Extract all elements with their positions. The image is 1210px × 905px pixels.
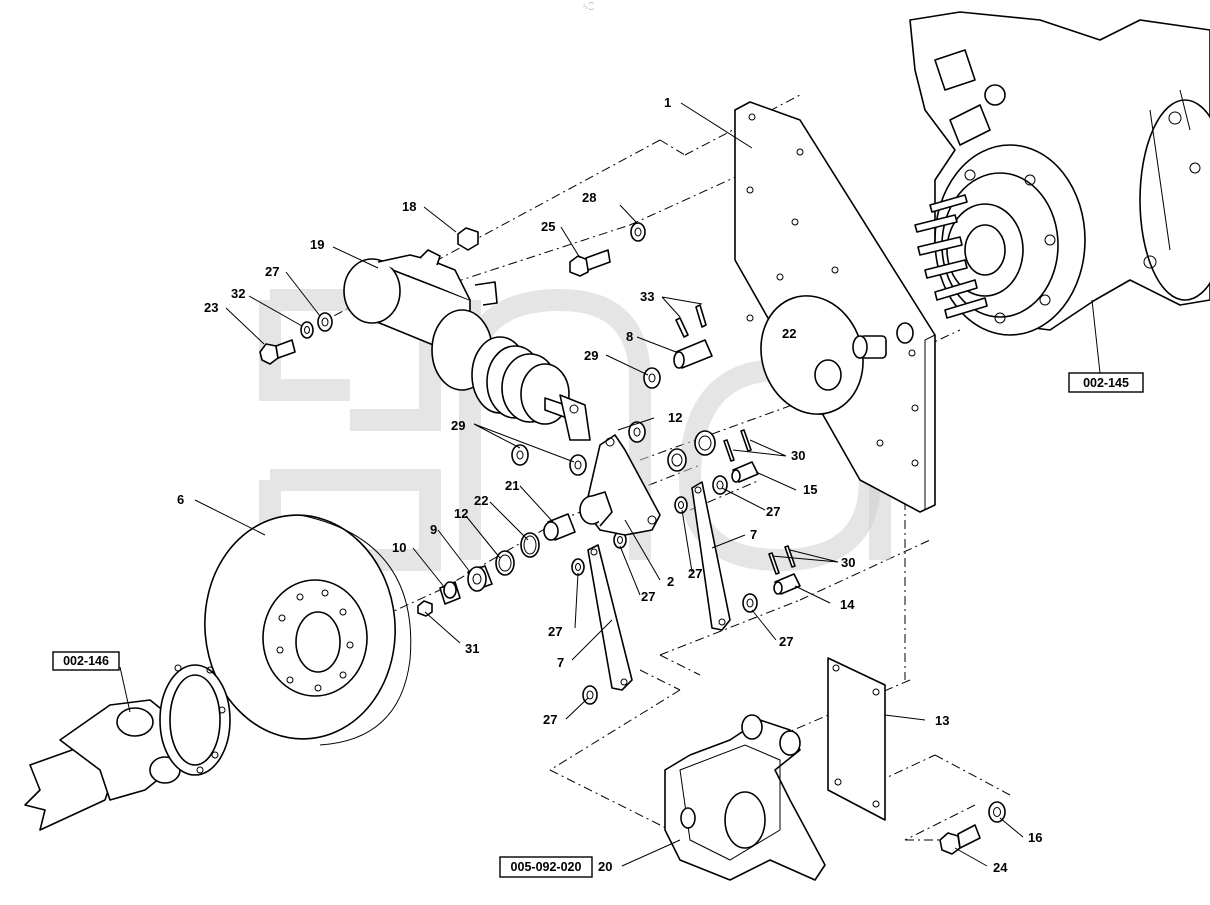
- part-7-link-upper: [691, 481, 731, 631]
- part-15-pin: [731, 461, 759, 483]
- ref-005-092-020-label: 005-092-020: [511, 860, 582, 874]
- part-31-nut: [417, 600, 433, 617]
- callout-27-bottom: 27: [543, 712, 557, 727]
- mid-washers: [511, 367, 758, 705]
- part-18-nut: [457, 227, 479, 251]
- part-6-brake-disc: [204, 514, 412, 746]
- ref-002-146: 002-146: [52, 651, 120, 671]
- callout-31: 31: [465, 641, 479, 656]
- callout-7-lower: 7: [557, 655, 564, 670]
- part-2-lever: [579, 434, 661, 536]
- callout-14: 14: [840, 597, 855, 612]
- ref-002-145-label: 002-145: [1083, 376, 1129, 390]
- callout-27-right: 27: [766, 504, 780, 519]
- callout-21: 21: [505, 478, 519, 493]
- callout-25: 25: [541, 219, 555, 234]
- part-21-bushing: [543, 513, 576, 541]
- part-1-mounting-plate: [734, 101, 936, 513]
- cardan-shaft-assembly: [24, 664, 231, 831]
- part-12-ring-lower: [495, 550, 515, 576]
- callout-27-lower-right: 27: [779, 634, 793, 649]
- callout-13: 13: [935, 713, 949, 728]
- gearbox-assembly: [909, 11, 1210, 336]
- part-19-brake-cylinder: [343, 249, 591, 441]
- callout-23: 23: [204, 300, 218, 315]
- callout-22-upper: 22: [782, 326, 796, 341]
- part-9-spacer: [467, 565, 493, 592]
- part-27-washer-top: [317, 312, 333, 332]
- callout-29-left: 29: [451, 418, 465, 433]
- callout-16: 16: [1028, 830, 1042, 845]
- leader-lines: [119, 102, 1101, 867]
- part-32-washer: [300, 321, 314, 339]
- ref-005-092-020: 005-092-020: [499, 856, 593, 878]
- callout-10: 10: [392, 540, 406, 555]
- ref-002-146-label: 002-146: [63, 654, 109, 668]
- part-20-bracket: [664, 714, 826, 881]
- part-7-link-lower: [587, 544, 633, 691]
- part-24-bolt: [939, 824, 981, 855]
- callout-1: 1: [664, 95, 671, 110]
- part-30-pins: [723, 429, 796, 575]
- part-25-bolt: [569, 249, 611, 277]
- callout-30-lower: 30: [841, 555, 855, 570]
- callout-12-upper: 12: [668, 410, 682, 425]
- part-22-ring-lower: [520, 532, 540, 558]
- top-mark: ⁲₁ ⁐: [583, 2, 595, 10]
- callout-27-lower-left: 27: [548, 624, 562, 639]
- callout-8: 8: [626, 329, 633, 344]
- callout-27-lever: 27: [641, 589, 655, 604]
- callout-19: 19: [310, 237, 324, 252]
- part-28-washer: [630, 222, 646, 242]
- callout-7-upper: 7: [750, 527, 757, 542]
- callout-2: 2: [667, 574, 674, 589]
- callout-9: 9: [430, 522, 437, 537]
- part-14-pin: [773, 573, 801, 595]
- part-8-pin: [673, 339, 713, 369]
- callout-20: 20: [598, 859, 612, 874]
- callout-27-mid: 27: [688, 566, 702, 581]
- gearbox-studs: [914, 194, 988, 319]
- callout-32: 32: [231, 286, 245, 301]
- callout-18: 18: [402, 199, 416, 214]
- callout-27-top: 27: [265, 264, 279, 279]
- callout-24: 24: [993, 860, 1008, 875]
- ref-002-145: 002-145: [1068, 372, 1144, 393]
- callout-22-lower: 22: [474, 493, 488, 508]
- callout-29-upper: 29: [584, 348, 598, 363]
- callout-labels: 1 2 6 7 7 8 9 10 12 12 13 14 15 16 18 19…: [177, 95, 1042, 875]
- callout-33: 33: [640, 289, 654, 304]
- callout-30-upper: 30: [791, 448, 805, 463]
- callout-6: 6: [177, 492, 184, 507]
- callout-28: 28: [582, 190, 596, 205]
- part-16-washer: [988, 801, 1006, 823]
- part-13-gasket: [827, 657, 886, 821]
- part-33-split-pins: [675, 304, 707, 338]
- callout-15: 15: [803, 482, 817, 497]
- callout-12-lower: 12: [454, 506, 468, 521]
- part-23-bolt: [259, 339, 296, 365]
